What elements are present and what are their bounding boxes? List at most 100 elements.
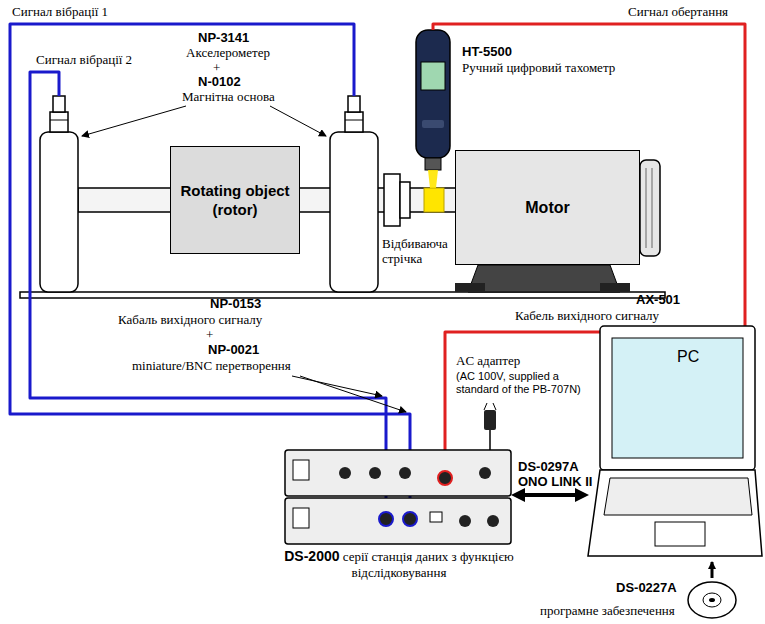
- data-station-part: [487, 515, 499, 527]
- ac-adapter-part: [493, 403, 496, 410]
- leader-arrow: [82, 106, 406, 412]
- rotor-box: Rotating object (rotor): [170, 146, 300, 254]
- data-station: [285, 450, 511, 544]
- hand-tachometer-part: [425, 158, 441, 170]
- motor-body-part: [455, 283, 485, 292]
- pc-node: PC: [585, 326, 763, 558]
- part-label: Сигнал обертання: [628, 4, 728, 19]
- software-disc-part: [709, 598, 715, 602]
- vibration-cable: [10, 24, 410, 512]
- part-label: N-0102: [198, 74, 241, 89]
- motor-body-part: [468, 265, 620, 292]
- coupling-part: [384, 174, 400, 226]
- software-disc-part: [688, 582, 736, 618]
- motor-body-part: [600, 283, 630, 292]
- part-label: Кабель вихідного сигналу: [515, 308, 659, 323]
- part-label: NP-0153: [210, 296, 261, 311]
- accelerometer-part: [345, 120, 363, 121]
- ac-adapter-part: [484, 403, 487, 410]
- link-label: DS-0297A ONO LINK II: [518, 459, 600, 489]
- node-text: серії станція даних з функцією відслідко…: [343, 549, 514, 580]
- reflective-tape-part: [424, 188, 444, 212]
- data-station-part: [339, 467, 351, 479]
- laptop: [588, 326, 762, 556]
- data-station-part: [369, 467, 381, 479]
- part-label: AX-501: [636, 292, 680, 307]
- accelerometer-part: [53, 96, 65, 112]
- leader-arrow-part: [270, 106, 326, 136]
- laptop-part: [604, 478, 752, 515]
- part-label: miniature/BNC перетворення: [132, 358, 291, 373]
- hand-tachometer: [416, 30, 450, 188]
- node-title: DS-2000: [284, 548, 339, 564]
- data-station-part: [403, 512, 417, 526]
- vibration-cable-part: [30, 72, 386, 512]
- motor-body-part: [652, 168, 653, 248]
- part-label: DS-0227A: [616, 580, 677, 595]
- part-label: +: [206, 327, 213, 342]
- hand-tachometer-part: [421, 62, 445, 90]
- part-label: Акселерометер: [186, 45, 270, 60]
- part-label: Кабаль вихідного сигналу: [118, 312, 262, 327]
- part-label: Відбиваюча стрічка: [382, 236, 466, 266]
- coupling: [384, 174, 410, 226]
- data-station-part: [459, 515, 471, 527]
- ac-adapter: [484, 403, 496, 450]
- part-label: (AC 100V, supplied a standard of the PB-…: [456, 370, 584, 396]
- vibration-cable-part: [10, 24, 410, 512]
- data-station-part: [399, 467, 411, 479]
- bearing-pedestal: [40, 132, 378, 292]
- rotation-cable: [433, 24, 745, 472]
- software-disc-part: [703, 593, 721, 607]
- base-plate: [20, 292, 665, 298]
- laptop-part: [600, 326, 755, 470]
- accelerometer-part: [50, 112, 68, 132]
- part-label: Ручний цифровий тахометр: [462, 60, 615, 75]
- software-disc-part: [711, 562, 714, 578]
- node-title: Motor: [525, 198, 569, 217]
- data-station-part: [285, 450, 511, 496]
- laptop-part: [655, 522, 705, 546]
- leader-arrow-part: [82, 106, 186, 136]
- data-station-part: [379, 512, 393, 526]
- hand-tachometer-part: [422, 120, 444, 128]
- node-title: PC: [677, 348, 763, 366]
- reflective-tape: [424, 188, 444, 212]
- data-station-part: [293, 460, 309, 480]
- part-label: Сигнал вібрації 1: [12, 4, 108, 19]
- ac-adapter-part: [484, 410, 496, 430]
- part-label: Сигнал вібрації 2: [36, 52, 132, 67]
- data-station-part: [430, 512, 442, 522]
- data-station-part: [293, 508, 309, 528]
- ac-adapter-part: [489, 430, 491, 450]
- leader-arrow-part: [300, 376, 406, 412]
- part-label: AC адаптер: [456, 353, 520, 368]
- coupling-part: [400, 182, 410, 218]
- data-station-node: DS-2000 серії станція даних з функцією в…: [283, 448, 515, 581]
- base-plate-part: [20, 292, 665, 298]
- part-label: +: [213, 60, 220, 75]
- part-label: NP-3141: [198, 30, 249, 45]
- motor-body-part: [646, 168, 647, 248]
- part-label: програмне забезпечення: [540, 603, 675, 618]
- link-arrow: [518, 493, 582, 497]
- bearing-pedestal-part: [40, 132, 78, 292]
- part-label: NP-0021: [208, 342, 259, 357]
- motor-box: Motor: [455, 150, 640, 265]
- node-text-group: DS-2000 серії станція даних з функцією в…: [283, 548, 515, 581]
- hand-tachometer-part: [428, 170, 438, 188]
- part-label: Магнітна основа: [182, 89, 275, 104]
- software-disc: [688, 562, 736, 618]
- accelerometer-part: [50, 120, 68, 121]
- bearing-pedestal-part: [330, 132, 378, 292]
- part-label: HT-5500: [462, 44, 512, 59]
- leader-arrow-part: [292, 376, 382, 396]
- hand-tachometer-part: [416, 30, 450, 158]
- data-station-part: [479, 467, 491, 479]
- node-title: Rotating object (rotor): [179, 181, 291, 219]
- accelerometer-part: [345, 112, 363, 132]
- laptop-part: [588, 470, 762, 556]
- accelerometer-part: [348, 96, 360, 112]
- motor-body-part: [640, 160, 660, 256]
- data-station-part: [285, 498, 511, 544]
